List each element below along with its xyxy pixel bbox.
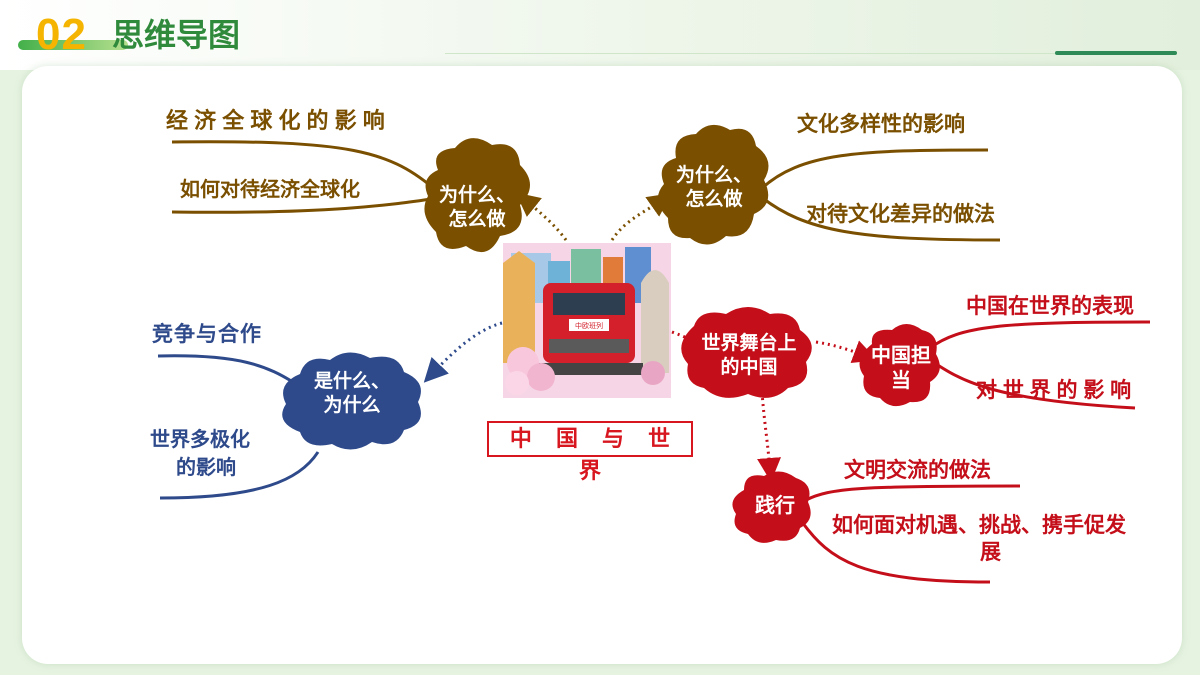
economy-node-line1: 为什么、	[438, 185, 515, 206]
header-accent-bar	[18, 40, 128, 50]
role-cloud	[859, 324, 940, 407]
role-node-label: 中国担 当	[862, 344, 940, 394]
header-divider-accent	[1055, 51, 1177, 55]
role-node-line2: 当	[891, 370, 911, 392]
role-connector	[815, 340, 878, 364]
practice-branch-bottom	[800, 521, 991, 584]
role-node-line1: 中国担	[871, 345, 931, 367]
stage-cloud	[681, 307, 812, 398]
practice-node-label: 践行	[738, 494, 812, 519]
culture-connector	[610, 193, 672, 241]
practice-item-exchange: 文明交流的做法	[844, 459, 991, 482]
world-cloud	[282, 352, 421, 450]
economy-item-impact: 经 济 全 球 化 的 影 响	[166, 108, 385, 133]
world-branch-top	[157, 354, 297, 386]
practice-branch-top	[805, 484, 1021, 502]
world-node-line1: 是什么、	[313, 371, 390, 392]
practice-item-opportunity: 如何面对机遇、挑战、携手促发	[832, 514, 1126, 537]
practice-item-opportunity-cont: 展	[980, 541, 1001, 564]
culture-node-line1: 为什么、	[675, 165, 752, 186]
role-branch-bottom	[929, 358, 1136, 410]
economy-connector	[515, 192, 568, 241]
culture-cloud	[657, 124, 769, 245]
culture-node-label: 为什么、 怎么做	[666, 164, 762, 212]
economy-branch-top	[171, 140, 439, 194]
world-connector	[423, 321, 503, 383]
stage-node-line1: 世界舞台上	[701, 333, 797, 354]
train-caption: 中欧班列	[575, 321, 603, 330]
stage-connector-in	[671, 330, 695, 344]
header-divider	[445, 53, 1055, 54]
world-item-competition: 竞争与合作	[152, 323, 262, 346]
role-item-influence: 对 世 界 的 影 响	[976, 379, 1132, 402]
world-node-line2: 为什么	[323, 394, 381, 416]
culture-item-approach: 对待文化差异的做法	[806, 203, 995, 226]
stage-node-label: 世界舞台上 的中国	[686, 332, 812, 380]
culture-node-line2: 怎么做	[685, 188, 743, 210]
economy-cloud	[424, 138, 530, 253]
practice-node-line1: 践行	[755, 495, 795, 517]
economy-node-label: 为什么、 怎么做	[432, 184, 522, 232]
china-europe-train-illustration: 中欧班列	[503, 243, 671, 398]
practice-cloud	[732, 471, 811, 543]
economy-branch-bottom	[171, 196, 439, 214]
stage-node-line2: 的中国	[720, 356, 778, 378]
culture-branch-bottom	[759, 194, 1001, 242]
culture-item-impact: 文化多样性的影响	[797, 113, 965, 136]
role-branch-top	[929, 320, 1151, 350]
page-title: 思维导图	[112, 17, 241, 53]
central-topic-label: 中 国 与 世 界	[509, 426, 680, 483]
culture-branch-top	[758, 148, 989, 192]
header-background	[0, 0, 1200, 70]
world-item-multipolar: 世界多极化	[150, 429, 250, 451]
economy-item-attitude: 如何对待经济全球化	[180, 179, 360, 201]
world-node-label: 是什么、 为什么	[300, 370, 404, 418]
central-topic: 中 国 与 世 界	[487, 421, 693, 483]
world-item-multipolar-cont: 的影响	[176, 457, 236, 479]
role-item-performance: 中国在世界的表现	[966, 295, 1134, 318]
world-branch-bottom	[159, 451, 320, 500]
practice-connector	[757, 391, 782, 482]
economy-node-line2: 怎么做	[448, 208, 506, 230]
section-number: 02	[36, 10, 87, 59]
